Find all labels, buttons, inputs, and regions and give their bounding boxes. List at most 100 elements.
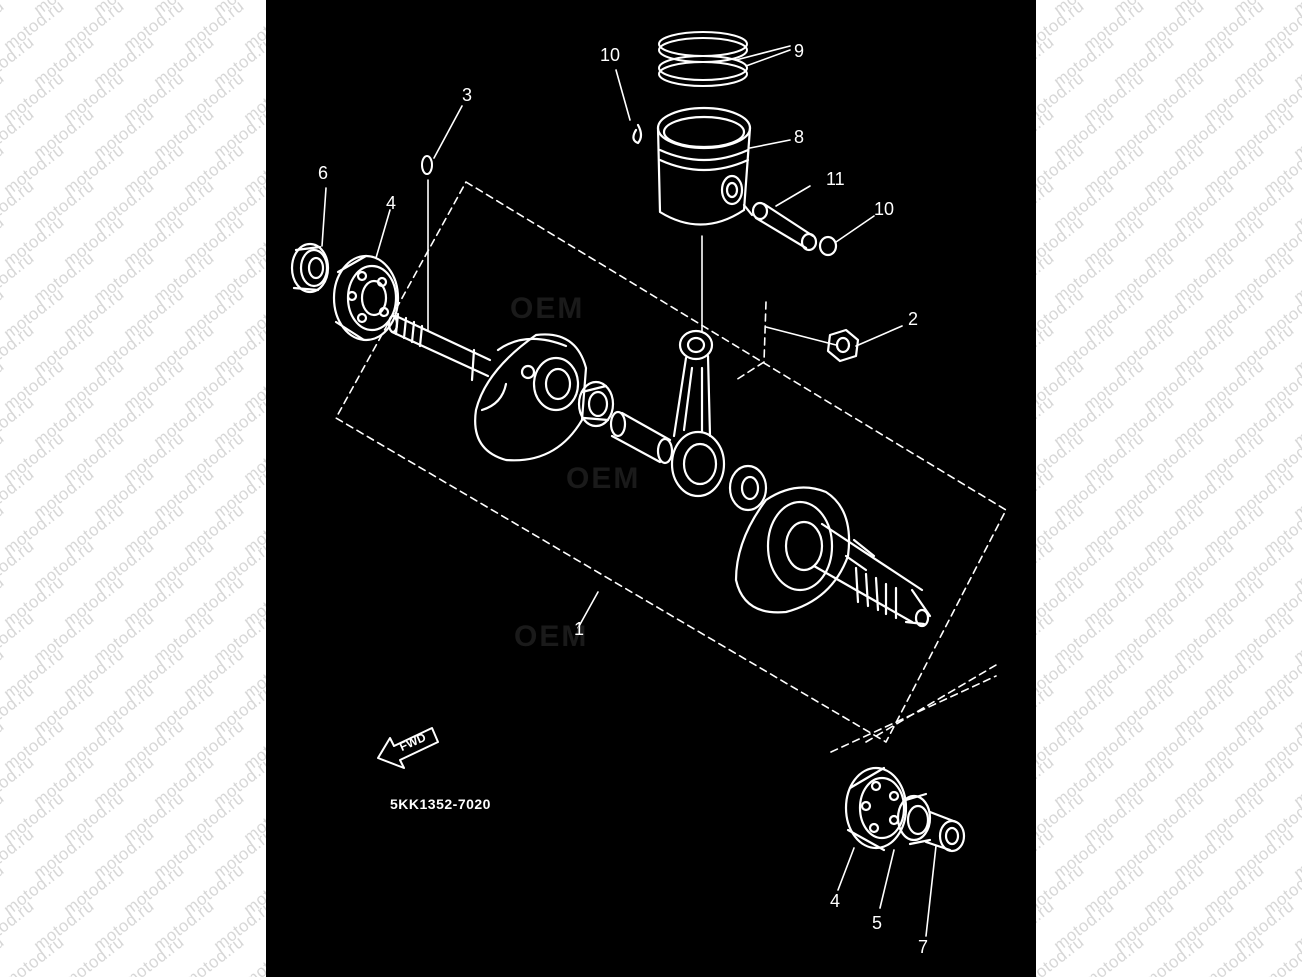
watermark-text: motod.ru bbox=[1230, 896, 1298, 955]
watermark-text: motod.ru bbox=[150, 32, 218, 91]
watermark-text: motod.ru bbox=[0, 860, 8, 919]
watermark-text: motod.ru bbox=[1290, 464, 1302, 523]
watermark-text: motod.ru bbox=[1110, 248, 1178, 307]
watermark-text: motod.ru bbox=[1230, 536, 1298, 595]
watermark-text: motod.ru bbox=[1230, 680, 1298, 739]
watermark-text: motod.ru bbox=[180, 68, 248, 127]
watermark-text: motod.ru bbox=[1110, 176, 1178, 235]
watermark-text: motod.ru bbox=[1080, 716, 1148, 775]
watermark-text: motod.ru bbox=[0, 680, 38, 739]
watermark-text: motod.ru bbox=[1140, 356, 1208, 415]
callout-7: 7 bbox=[918, 937, 929, 957]
watermark-text: motod.ru bbox=[1230, 0, 1298, 20]
watermark-text: motod.ru bbox=[90, 104, 158, 163]
watermark-text: motod.ru bbox=[1230, 752, 1298, 811]
watermark-text: motod.ru bbox=[1290, 176, 1302, 235]
watermark-text: motod.ru bbox=[0, 284, 8, 343]
watermark-text: motod.ru bbox=[1050, 680, 1118, 739]
watermark-text: motod.ru bbox=[1260, 356, 1302, 415]
watermark-text: motod.ru bbox=[180, 428, 248, 487]
watermark-text: motod.ru bbox=[120, 716, 188, 775]
watermark-text: motod.ru bbox=[1140, 140, 1208, 199]
callout-11: 11 bbox=[826, 169, 845, 189]
callout-2: 2 bbox=[908, 309, 919, 329]
watermark-text: motod.ru bbox=[0, 356, 68, 415]
watermark-text: motod.ru bbox=[0, 176, 38, 235]
watermark-text: motod.ru bbox=[1200, 572, 1268, 631]
watermark-text: motod.ru bbox=[1200, 932, 1268, 977]
watermark-text: motod.ru bbox=[180, 572, 248, 631]
watermark-text: motod.ru bbox=[1140, 644, 1208, 703]
watermark-text: motod.ru bbox=[60, 0, 128, 55]
watermark-text: motod.ru bbox=[1080, 572, 1148, 631]
watermark-text: motod.ru bbox=[60, 932, 128, 977]
watermark-text: motod.ru bbox=[180, 0, 248, 55]
watermark-text: motod.ru bbox=[60, 500, 128, 559]
watermark-text: motod.ru bbox=[1140, 68, 1208, 127]
watermark-text: motod.ru bbox=[0, 500, 8, 559]
fwd-arrow bbox=[377, 727, 439, 769]
watermark-text: motod.ru bbox=[150, 392, 218, 451]
watermark-text: motod.ru bbox=[90, 896, 158, 955]
watermark-text: motod.ru bbox=[1260, 860, 1302, 919]
callout-4-left: 4 bbox=[386, 193, 397, 213]
watermark-text: motod.ru bbox=[150, 608, 218, 667]
watermark-text: motod.ru bbox=[1140, 860, 1208, 919]
watermark-text: motod.ru bbox=[1290, 896, 1302, 955]
watermark-text: motod.ru bbox=[0, 500, 68, 559]
watermark-text: motod.ru bbox=[150, 752, 218, 811]
watermark-text: motod.ru bbox=[1170, 608, 1238, 667]
watermark-text: motod.ru bbox=[1230, 392, 1298, 451]
watermark-text: motod.ru bbox=[1170, 752, 1238, 811]
watermark-text: motod.ru bbox=[150, 0, 218, 20]
watermark-text: motod.ru bbox=[90, 536, 158, 595]
watermark-text: motod.ru bbox=[0, 32, 38, 91]
watermark-text: motod.ru bbox=[90, 752, 158, 811]
watermark-text: motod.ru bbox=[1080, 68, 1148, 127]
watermark-text: motod.ru bbox=[0, 716, 8, 775]
watermark-text: motod.ru bbox=[1170, 536, 1238, 595]
watermark-text: motod.ru bbox=[120, 932, 188, 977]
watermark-text: motod.ru bbox=[1200, 500, 1268, 559]
watermark-text: motod.ru bbox=[180, 140, 248, 199]
watermark-text: motod.ru bbox=[30, 248, 98, 307]
watermark-text: motod.ru bbox=[1200, 428, 1268, 487]
watermark-text: motod.ru bbox=[0, 356, 8, 415]
watermark-text: motod.ru bbox=[120, 356, 188, 415]
watermark-text: motod.ru bbox=[0, 212, 68, 271]
thrust-washer bbox=[728, 464, 768, 512]
crankshaft-right-half bbox=[734, 486, 932, 628]
watermark-text: motod.ru bbox=[90, 248, 158, 307]
watermark-text: motod.ru bbox=[1080, 788, 1148, 847]
watermark-text: motod.ru bbox=[1290, 32, 1302, 91]
watermark-text: motod.ru bbox=[90, 464, 158, 523]
watermark-text: motod.ru bbox=[1290, 104, 1302, 163]
watermark-text: motod.ru bbox=[90, 824, 158, 883]
watermark-text: motod.ru bbox=[1200, 284, 1268, 343]
watermark-text: motod.ru bbox=[0, 68, 68, 127]
watermark-text: motod.ru bbox=[120, 0, 188, 55]
watermark-text: motod.ru bbox=[30, 464, 98, 523]
watermark-text: motod.ru bbox=[1110, 0, 1178, 20]
watermark-text: motod.ru bbox=[1080, 500, 1148, 559]
woodruff-key bbox=[421, 155, 433, 175]
watermark-text: motod.ru bbox=[120, 140, 188, 199]
watermark-text: motod.ru bbox=[1200, 68, 1268, 127]
watermark-text: motod.ru bbox=[1110, 32, 1178, 91]
watermark-text: motod.ru bbox=[1260, 0, 1302, 55]
watermark-text: motod.ru bbox=[0, 896, 38, 955]
watermark-text: motod.ru bbox=[180, 644, 248, 703]
watermark-text: motod.ru bbox=[1260, 644, 1302, 703]
watermark-text: motod.ru bbox=[60, 284, 128, 343]
watermark-text: motod.ru bbox=[1260, 140, 1302, 199]
callout-3: 3 bbox=[462, 85, 473, 105]
watermark-text: motod.ru bbox=[1050, 536, 1118, 595]
watermark-text: motod.ru bbox=[180, 860, 248, 919]
watermark-text: motod.ru bbox=[0, 860, 68, 919]
oem-watermark: OEM bbox=[514, 620, 589, 653]
watermark-text: motod.ru bbox=[1050, 104, 1118, 163]
watermark-text: motod.ru bbox=[1200, 0, 1268, 55]
watermark-text: motod.ru bbox=[120, 572, 188, 631]
watermark-text: motod.ru bbox=[1050, 248, 1118, 307]
watermark-text: motod.ru bbox=[0, 0, 68, 55]
